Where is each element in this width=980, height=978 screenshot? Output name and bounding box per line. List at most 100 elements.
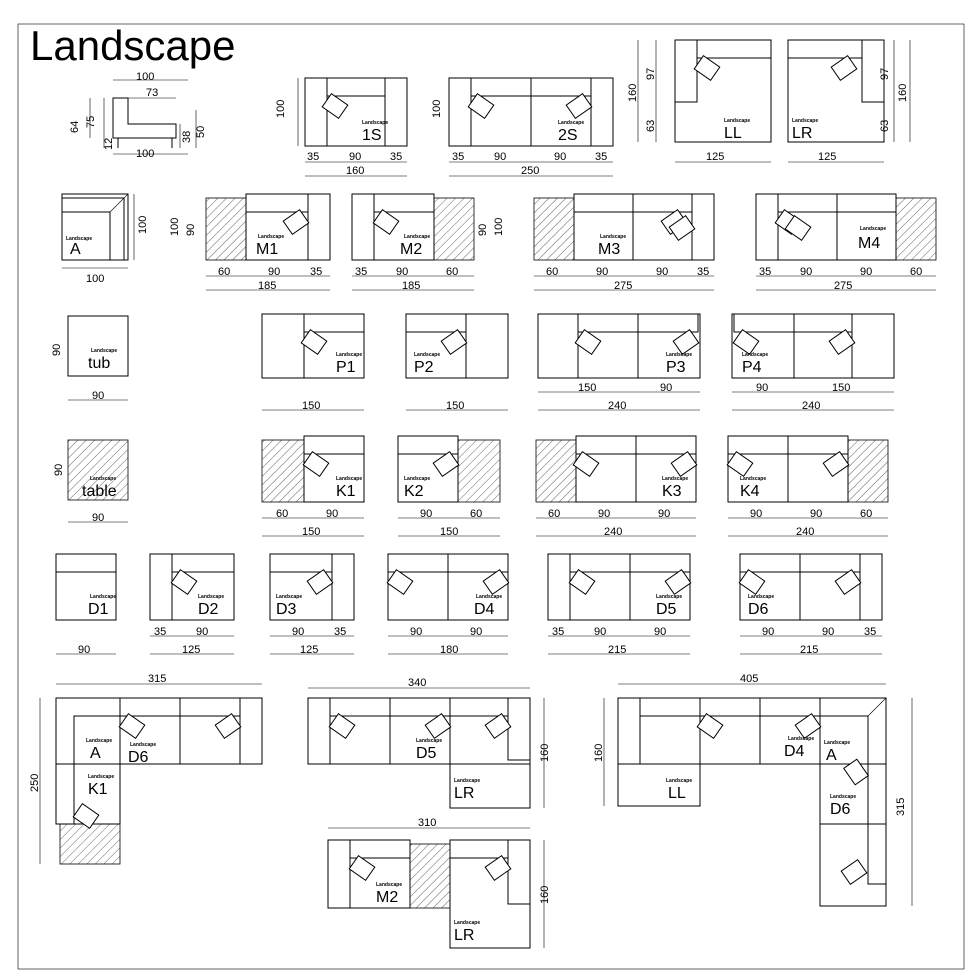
dim-label: 60 <box>218 266 230 278</box>
dim-label: 185 <box>402 280 420 292</box>
module-code: M3 <box>598 241 620 258</box>
dim-label: 64 <box>69 121 81 133</box>
brand-label: Landscape <box>824 740 850 746</box>
dim-label: 125 <box>706 151 724 163</box>
module-code: K2 <box>404 483 424 500</box>
dim-label: 90 <box>554 151 566 163</box>
dim-label: 50 <box>195 126 207 138</box>
dim-label: 100 <box>493 218 505 236</box>
module-ll: Landscape LL 160 97 63 125 <box>627 39 772 163</box>
dim-label: 240 <box>796 526 814 538</box>
module-code: LR <box>454 927 474 944</box>
module-code: K1 <box>336 483 356 500</box>
brand-label: Landscape <box>860 226 886 232</box>
module-code: P4 <box>742 359 762 376</box>
brand-label: Landscape <box>90 476 116 482</box>
brand-label: Landscape <box>66 236 92 242</box>
dim-label: 90 <box>656 266 668 278</box>
module-k4: Landscape K4 90 90 60 240 <box>726 435 889 538</box>
brand-label: Landscape <box>788 736 814 742</box>
dim-label: 90 <box>196 626 208 638</box>
dim-label: 60 <box>910 266 922 278</box>
dim-label: 160 <box>897 84 909 102</box>
brand-label: Landscape <box>476 594 502 600</box>
dim-label: 35 <box>552 626 564 638</box>
brand-label: Landscape <box>362 120 388 126</box>
dim-label: 160 <box>539 886 551 904</box>
dim-label: 90 <box>810 508 822 520</box>
dim-label: 90 <box>396 266 408 278</box>
module-2s: Landscape 2S 100 35 90 90 35 250 <box>431 77 614 177</box>
dim-label: 405 <box>740 673 758 685</box>
dim-label: 60 <box>276 508 288 520</box>
dim-label: 160 <box>346 165 364 177</box>
dim-label: 160 <box>627 84 639 102</box>
module-code: D2 <box>198 601 219 618</box>
dim-label: 90 <box>800 266 812 278</box>
dim-label: 100 <box>136 71 154 83</box>
brand-label: Landscape <box>666 778 692 784</box>
module-code: LL <box>668 785 686 802</box>
dim-label: 100 <box>136 148 154 160</box>
dim-label: 35 <box>595 151 607 163</box>
brand-label: Landscape <box>336 352 362 358</box>
brand-label: Landscape <box>416 738 442 744</box>
dim-label: 150 <box>302 400 320 412</box>
module-tub: Landscape tub 90 90 <box>51 315 129 402</box>
dim-label: 125 <box>818 151 836 163</box>
dim-label: 75 <box>85 116 97 128</box>
brand-label: Landscape <box>666 352 692 358</box>
module-code: P2 <box>414 359 434 376</box>
module-code: LL <box>724 125 742 142</box>
module-a: Landscape A 100 100 <box>61 193 149 285</box>
brand-label: Landscape <box>90 594 116 600</box>
module-code: K4 <box>740 483 760 500</box>
dim-label: 60 <box>548 508 560 520</box>
module-d5: Landscape D5 35 90 90 215 <box>547 553 692 656</box>
dim-label: 90 <box>470 626 482 638</box>
module-code: A <box>90 745 101 762</box>
brand-label: Landscape <box>656 594 682 600</box>
dim-label: 35 <box>452 151 464 163</box>
dim-label: 90 <box>292 626 304 638</box>
dim-label: 90 <box>660 382 672 394</box>
module-code: D1 <box>88 601 109 618</box>
brand-label: Landscape <box>376 882 402 888</box>
module-code: K1 <box>88 781 108 798</box>
dim-label: 100 <box>137 216 149 234</box>
dim-label: 160 <box>539 744 551 762</box>
module-code: LR <box>454 785 474 802</box>
dim-label: 35 <box>307 151 319 163</box>
composition-corner-left: 315 Landscape A Landscape D6 Landscape K… <box>29 673 263 865</box>
dim-label: 90 <box>185 224 197 236</box>
dim-label: 90 <box>594 626 606 638</box>
module-1s: Landscape 1S 100 35 90 35 160 <box>275 77 408 177</box>
dim-label: 125 <box>182 644 200 656</box>
brand-label: Landscape <box>198 594 224 600</box>
dim-label: 90 <box>750 508 762 520</box>
module-code: P1 <box>336 359 356 376</box>
module-d4: Landscape D4 90 90 180 <box>386 553 510 656</box>
dim-label: 90 <box>477 224 489 236</box>
dim-label: 100 <box>86 273 104 285</box>
module-lr: Landscape LR 97 160 63 125 <box>787 39 911 163</box>
dim-label: 125 <box>300 644 318 656</box>
dim-label: 240 <box>608 400 626 412</box>
module-code: M2 <box>376 889 398 906</box>
module-k1: Landscape K1 60 90 150 <box>261 435 365 538</box>
dim-label: 340 <box>408 677 426 689</box>
dim-label: 35 <box>310 266 322 278</box>
dim-label: 60 <box>470 508 482 520</box>
module-code: M4 <box>858 235 880 252</box>
module-code: D6 <box>128 749 149 766</box>
module-p3: Landscape P3 150 90 240 <box>537 313 701 412</box>
module-code: LR <box>792 125 812 142</box>
brand-label: Landscape <box>91 348 117 354</box>
dim-label: 90 <box>860 266 872 278</box>
brand-label: Landscape <box>88 774 114 780</box>
dim-label: 180 <box>440 644 458 656</box>
dim-label: 100 <box>169 218 181 236</box>
module-d2: Landscape D2 35 90 125 <box>149 553 235 656</box>
dim-label: 35 <box>154 626 166 638</box>
